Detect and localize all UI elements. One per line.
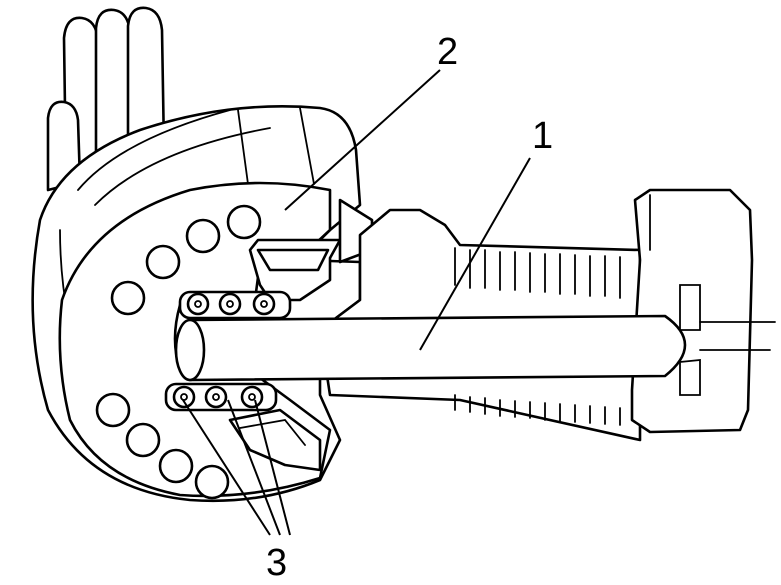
contact-pin xyxy=(174,314,687,382)
coil-turn xyxy=(252,292,276,316)
coil-turn xyxy=(240,385,264,409)
contact-hole xyxy=(226,204,262,240)
contact-hole xyxy=(194,464,230,500)
callout-leaders xyxy=(182,69,531,536)
coil-turn xyxy=(172,385,196,409)
callout-label-1: 1 xyxy=(532,115,553,157)
callout-label-2: 2 xyxy=(437,31,458,73)
leader-line-3a xyxy=(182,399,271,536)
leader-line-2 xyxy=(284,69,441,211)
coil-turn xyxy=(186,292,210,316)
spring-coils xyxy=(164,290,292,412)
contact-hole xyxy=(185,218,221,254)
lower-cutout xyxy=(228,408,322,472)
leader-line-1 xyxy=(419,157,531,351)
rear-cap xyxy=(630,188,776,434)
callout-label-3: 3 xyxy=(266,542,287,584)
contact-hole xyxy=(110,280,146,316)
thread-ridges xyxy=(454,247,621,426)
leader-line-3b xyxy=(227,399,281,536)
cable-bundle xyxy=(46,6,166,192)
contact-hole xyxy=(145,244,181,280)
contact-hole xyxy=(95,392,131,428)
contact-hole xyxy=(125,422,161,458)
coil-turn xyxy=(204,385,228,409)
contact-hole xyxy=(158,448,194,484)
contact-holes xyxy=(95,204,262,500)
coil-turn xyxy=(218,292,242,316)
locking-latch xyxy=(248,198,374,302)
leader-line-3c xyxy=(254,399,291,536)
